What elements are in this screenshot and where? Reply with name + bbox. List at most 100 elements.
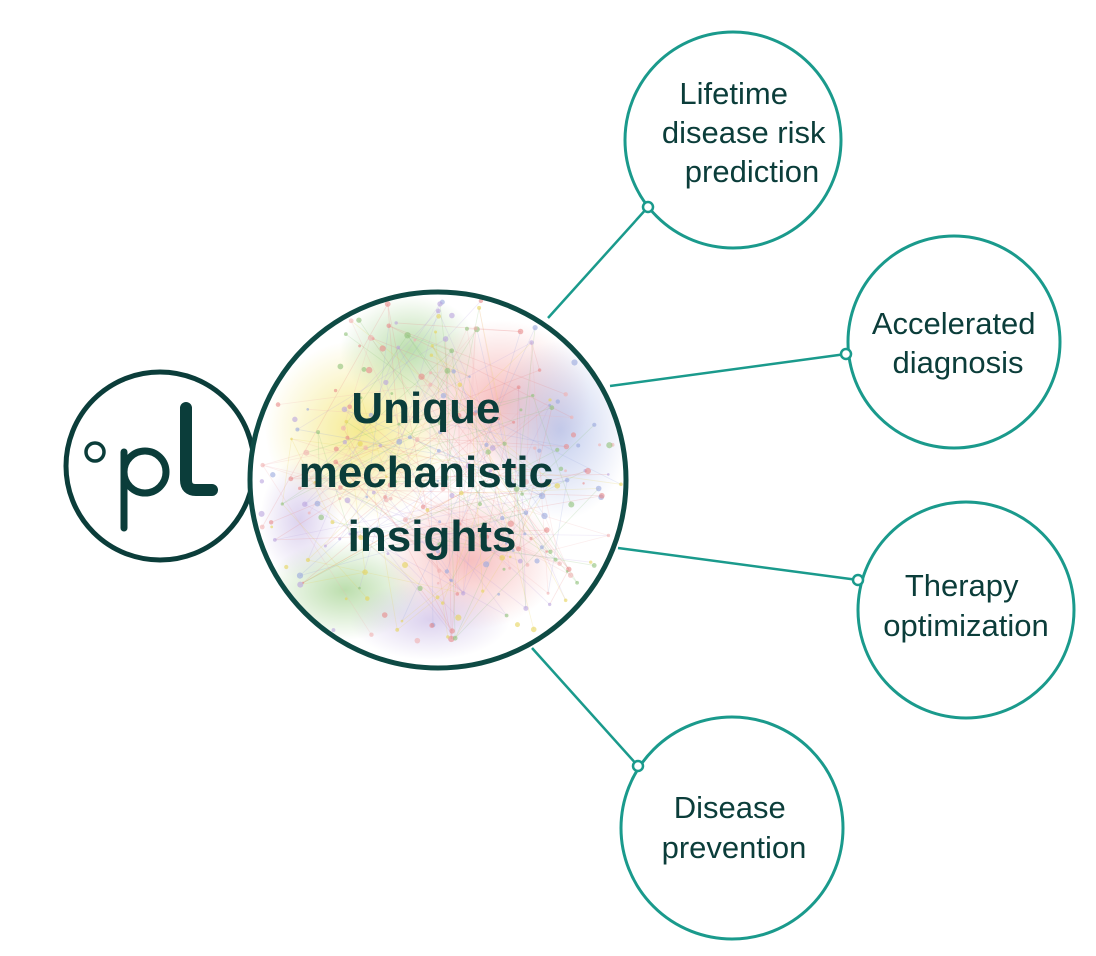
network-node: [428, 382, 433, 387]
network-node: [523, 510, 529, 516]
network-node: [378, 443, 382, 448]
outcome-label: Accelerated diagnosis: [872, 306, 1044, 380]
network-edge: [335, 461, 527, 609]
network-edge: [485, 484, 550, 565]
network-node: [520, 480, 523, 483]
network-node: [485, 534, 490, 539]
network-node: [516, 546, 522, 552]
network-edge: [339, 350, 453, 540]
connectors: [531, 206, 859, 767]
connector-dots: [631, 200, 865, 773]
network-node: [458, 477, 462, 482]
network-edge: [366, 325, 390, 498]
network-node: [530, 468, 535, 473]
outcome-label: Disease prevention: [662, 790, 807, 865]
network-node: [259, 479, 265, 484]
network-edge: [478, 307, 528, 565]
network-edge: [405, 477, 446, 520]
network-node: [539, 545, 544, 550]
network-node: [440, 486, 446, 492]
network-node: [404, 332, 411, 339]
network-node: [502, 441, 507, 446]
network-node: [563, 392, 568, 397]
network-edge: [379, 445, 507, 616]
network-node: [318, 514, 325, 521]
network-edge: [370, 337, 503, 519]
outcome-label-line: disease risk: [662, 115, 826, 150]
connector-therapy-optimization: [617, 546, 859, 582]
network-node: [369, 632, 374, 637]
network-edge: [458, 415, 461, 525]
network-node: [296, 572, 304, 579]
network-node: [455, 592, 460, 596]
network-edge: [340, 487, 441, 545]
network-node: [259, 524, 265, 530]
network-node: [394, 480, 398, 484]
network-node: [449, 628, 455, 634]
network-edge: [462, 444, 487, 594]
network-edge: [315, 482, 362, 538]
network-edge: [349, 533, 591, 563]
network-node: [606, 442, 613, 449]
network-node: [438, 552, 445, 559]
connector-dot: [839, 347, 853, 361]
network-edge: [299, 512, 526, 576]
network-node: [484, 442, 489, 448]
network-node: [568, 501, 575, 508]
network-edge: [430, 372, 514, 423]
network-node: [481, 522, 486, 527]
network-node: [468, 375, 471, 378]
network-node: [513, 465, 517, 470]
network-node: [284, 564, 289, 570]
network-node: [500, 515, 505, 521]
network-edge: [405, 411, 477, 520]
network-node: [386, 323, 392, 329]
network-node: [396, 345, 401, 350]
outcome-circle: [619, 715, 845, 941]
network-node: [440, 601, 445, 605]
network-node: [514, 622, 520, 628]
network-node: [337, 363, 344, 370]
network-node: [598, 443, 602, 447]
network-edge: [431, 345, 505, 445]
network-edge: [462, 405, 551, 594]
network-edge: [486, 444, 535, 630]
network-node: [342, 439, 348, 445]
network-edge: [315, 407, 552, 484]
outcome-accelerated-diagnosis: Accelerated diagnosis: [846, 234, 1062, 450]
network-node: [529, 340, 534, 345]
network-node: [315, 479, 322, 486]
outcome-label-line: Lifetime: [679, 76, 788, 111]
network-node: [338, 497, 342, 501]
network-node: [395, 627, 400, 632]
network-node: [387, 482, 394, 489]
network-edge: [306, 423, 400, 454]
network-node: [459, 490, 464, 496]
network-node: [414, 637, 421, 644]
network-edge: [387, 303, 452, 639]
network-node: [474, 410, 478, 413]
network-edge: [531, 342, 549, 594]
network-edge: [360, 465, 470, 538]
network-node: [396, 438, 403, 445]
network-node: [599, 492, 605, 499]
network-edge: [461, 488, 599, 494]
network-node: [477, 305, 482, 310]
network-node: [571, 359, 578, 366]
network-node: [272, 537, 277, 542]
network-edge: [390, 328, 468, 499]
network-edge: [297, 429, 516, 469]
network-edge: [304, 443, 361, 505]
network-node: [451, 369, 456, 374]
network-node: [513, 486, 520, 492]
network-node: [434, 330, 438, 334]
network-edge: [332, 521, 595, 566]
network-edge: [445, 338, 452, 639]
network-edge: [370, 316, 439, 416]
network-node: [576, 443, 581, 448]
center-ring: [247, 289, 629, 671]
network-node: [607, 473, 610, 476]
network-node: [435, 595, 440, 600]
network-node: [268, 520, 274, 525]
network-node: [343, 332, 348, 337]
